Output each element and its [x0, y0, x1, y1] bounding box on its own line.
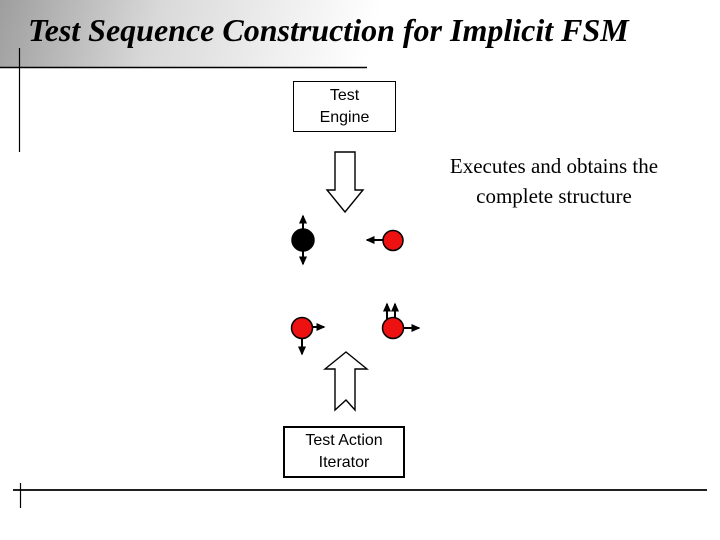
test-action-iterator-box: Test Action Iterator [283, 426, 405, 478]
title-gradient-band [0, 0, 720, 67]
down-arrow-icon [325, 151, 365, 214]
slide-title: Test Sequence Construction for Implicit … [28, 12, 629, 48]
test-engine-box: Test Engine [293, 81, 396, 132]
up-arrow-icon [323, 351, 369, 412]
state-node-black [291, 228, 315, 252]
test-engine-label: Test Engine [319, 86, 370, 126]
state-node-red-3 [381, 316, 405, 340]
test-action-iterator-label: Test Action Iterator [305, 432, 383, 471]
state-node-red-2 [290, 316, 314, 340]
annotation-text: Executes and obtains the complete struct… [449, 154, 659, 208]
state-node-red-1 [382, 229, 404, 252]
